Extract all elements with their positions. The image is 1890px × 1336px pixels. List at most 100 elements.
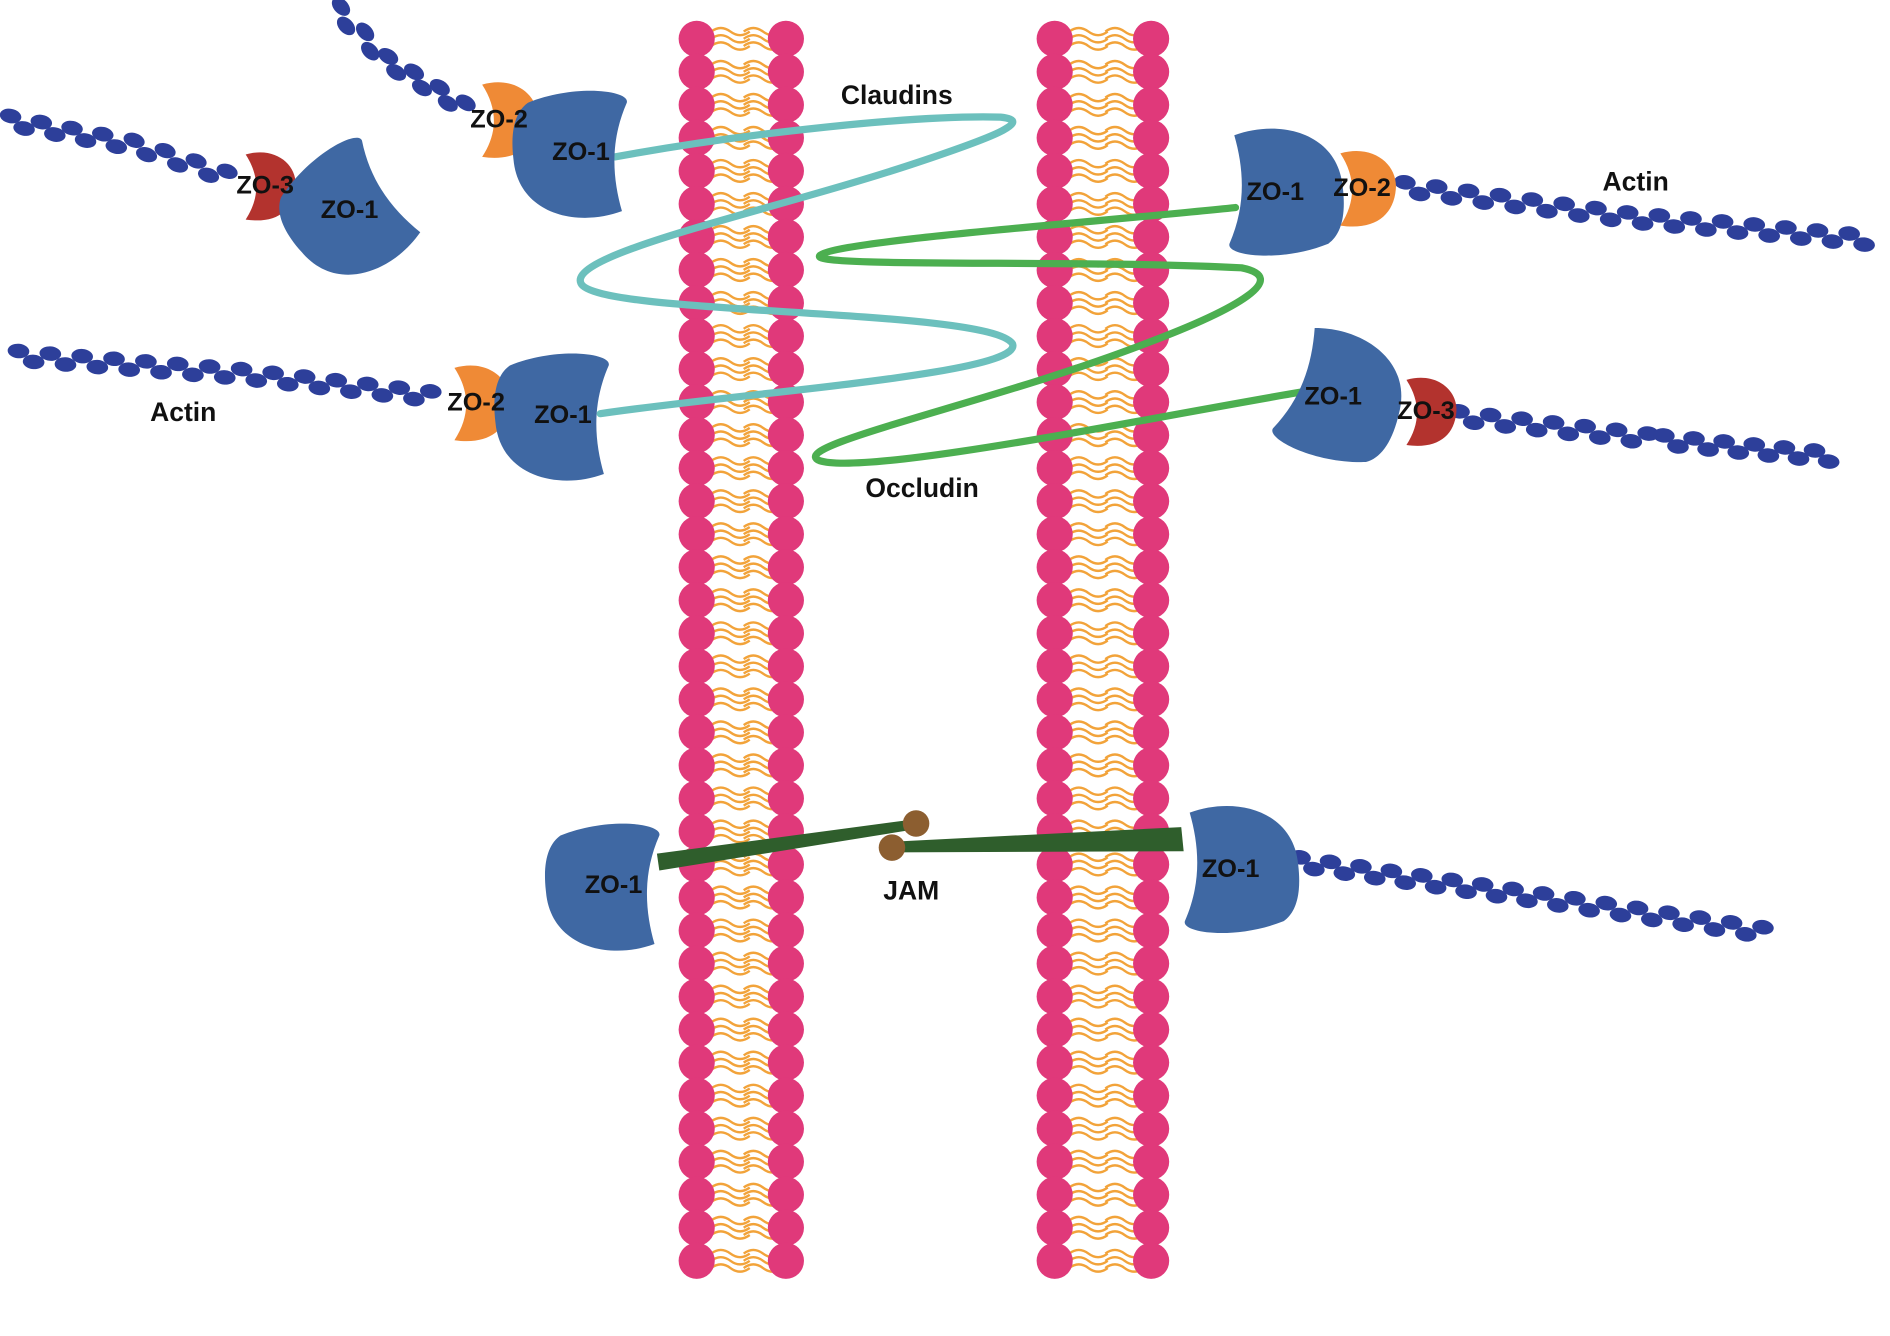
actin-monomer	[325, 372, 348, 388]
lipid-head	[767, 450, 804, 487]
actin-monomer	[371, 388, 394, 403]
actin-monomer	[71, 348, 94, 364]
actin-monomer	[1726, 225, 1749, 240]
lipid-head	[1133, 516, 1170, 553]
lipid-head	[1133, 152, 1170, 189]
actin-monomer	[1303, 861, 1325, 877]
actin-monomer	[74, 133, 97, 148]
lipid-head	[678, 1011, 715, 1048]
lipid-head	[1036, 317, 1073, 355]
actin-monomer	[1757, 448, 1780, 463]
lipid-head	[767, 912, 804, 949]
zo-3-shape	[1406, 377, 1457, 446]
lipid-head	[678, 483, 715, 520]
lipid-head	[767, 681, 804, 718]
actin-monomer	[403, 391, 425, 407]
actin-monomer	[44, 127, 66, 142]
actin-monomer	[1609, 907, 1632, 923]
actin-monomer	[1667, 439, 1689, 454]
lipid-head	[767, 152, 804, 189]
lipid-head	[767, 1011, 804, 1048]
lipid-head	[1133, 251, 1170, 289]
zo3-label: ZO-3	[1397, 397, 1455, 425]
actin-monomer	[1631, 216, 1654, 231]
lipid-head	[767, 549, 804, 586]
lipid-head	[767, 317, 804, 355]
zo1-label: ZO-1	[534, 401, 592, 429]
zo3-label: ZO-3	[236, 172, 294, 200]
lipid-head	[678, 417, 715, 454]
actin-monomer	[1542, 415, 1565, 430]
lipid-head	[1133, 747, 1170, 784]
lipid-head	[678, 350, 715, 388]
lipid-head	[767, 483, 804, 520]
actin-monomer	[1853, 237, 1875, 252]
lipid-head	[1036, 1242, 1073, 1279]
actin-filaments	[0, 0, 1875, 942]
lipid-head	[678, 1110, 715, 1147]
actin-monomer	[1663, 219, 1686, 234]
actin-monomer	[61, 120, 83, 136]
actin-monomer	[1521, 192, 1544, 207]
lipid-head	[1133, 417, 1170, 454]
lipid-head	[767, 747, 804, 784]
lipid-head	[767, 350, 804, 388]
zo2-label: ZO-2	[1333, 174, 1391, 202]
lipid-head	[767, 1242, 804, 1279]
lipid-head	[678, 945, 715, 982]
lipid-head	[1133, 1209, 1170, 1246]
jam-strand-right	[894, 827, 1184, 853]
lipid-head	[767, 86, 804, 123]
actin-monomer	[356, 376, 379, 392]
actin-monomer	[1821, 234, 1844, 249]
actin-monomer	[1502, 881, 1524, 897]
occludin-label: Occludin	[865, 473, 978, 503]
lipid-head	[767, 53, 804, 90]
lipid-head	[678, 912, 715, 949]
zo2-label: ZO-2	[470, 105, 528, 133]
actin-monomer	[1773, 440, 1796, 455]
lipid-head	[678, 152, 715, 189]
actin-monomer	[22, 354, 45, 370]
zo-2-shape	[1340, 150, 1396, 227]
lipid-head	[1036, 1011, 1073, 1048]
lipid-head	[767, 879, 804, 916]
lipid-head	[678, 747, 715, 784]
actin-monomer	[1789, 231, 1812, 246]
lipid-head	[1133, 879, 1170, 916]
actin-monomer	[411, 79, 432, 97]
actin-monomer	[1547, 898, 1569, 913]
actin-monomer	[216, 163, 238, 179]
actin-monomer	[1319, 854, 1342, 870]
actin-monomer	[92, 126, 114, 142]
lipid-head	[678, 615, 715, 652]
actin-monomer	[1380, 863, 1403, 879]
lipid-head	[767, 846, 804, 883]
lipid-head	[1133, 53, 1170, 90]
lipid-head	[1036, 483, 1073, 520]
lipid-head	[1133, 846, 1170, 883]
lipid-head	[1133, 912, 1170, 949]
actin-filament-1	[331, 0, 476, 112]
actin-monomer	[419, 384, 442, 399]
lipid-head	[1133, 1242, 1170, 1279]
zo-proteins	[245, 82, 1457, 951]
lipid-bilayer-1	[678, 20, 804, 1279]
lipid-head	[1133, 1176, 1170, 1213]
actin-monomer	[1711, 214, 1734, 229]
lipid-head	[678, 20, 715, 57]
actin-monomer	[1557, 426, 1580, 442]
actin-monomer	[1626, 900, 1649, 916]
lipid-head	[1133, 978, 1170, 1015]
zo-1-shape	[512, 90, 627, 218]
lipid-head	[1133, 1110, 1170, 1147]
lipid-head	[1036, 945, 1073, 982]
lipid-head	[1133, 119, 1170, 156]
actin-filament-4	[1394, 174, 1875, 252]
lipid-head	[1036, 86, 1073, 123]
actin-monomer	[1536, 203, 1558, 219]
lipid-head	[767, 780, 804, 817]
lipid-head	[767, 1143, 804, 1180]
actin-monomer	[1758, 228, 1780, 243]
lipid-head	[1133, 218, 1170, 256]
